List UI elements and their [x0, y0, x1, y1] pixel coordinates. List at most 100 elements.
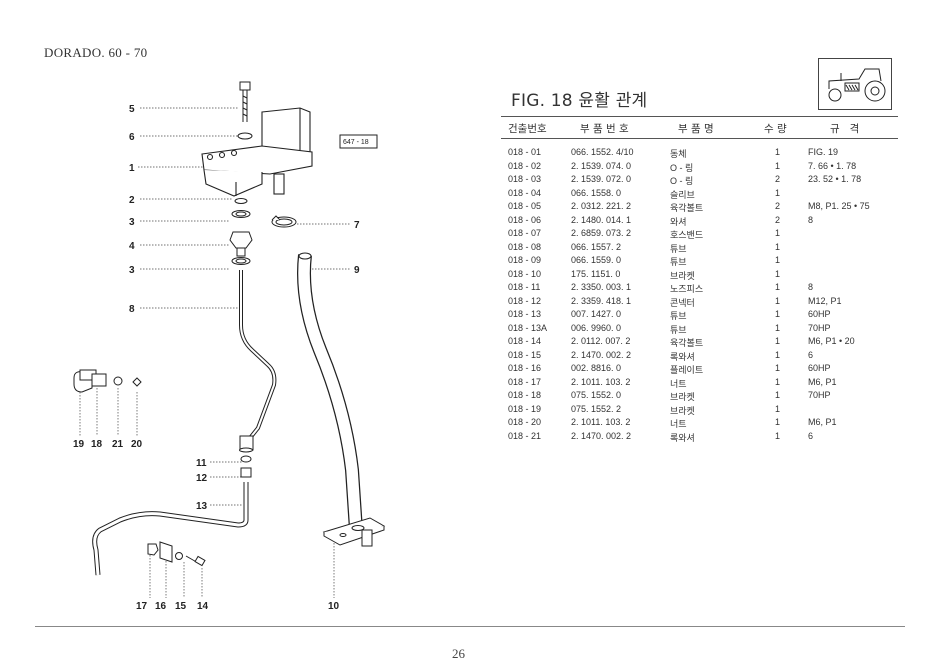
row-part-name: 플레이트: [670, 365, 704, 375]
row-code: 018 - 09: [508, 255, 542, 265]
row-code: 018 - 01: [508, 147, 542, 157]
row-spec: M6, P1: [808, 417, 837, 427]
row-code: 018 - 17: [508, 376, 542, 387]
row-quantity: 1: [775, 403, 781, 414]
row-code: 018 - 20: [508, 417, 542, 427]
row-part-name: 브라켓: [670, 405, 695, 416]
row-part-name: 와셔: [670, 216, 687, 227]
row-part-number: 2. 0112. 007. 2: [571, 336, 631, 346]
row-quantity: 1: [775, 160, 781, 171]
row-code: 018 - 11: [508, 282, 541, 292]
row-quantity: 1: [775, 295, 781, 306]
label-8: 8: [129, 304, 135, 315]
row-code: 018 - 16: [508, 363, 542, 373]
label-3-lower: 3: [129, 265, 135, 276]
table-row: 018 - 04 066. 1558. 0 슬리브 1: [0, 188, 943, 201]
row-part-number: 006. 9960. 0: [571, 322, 622, 333]
row-part-number: 2. 1480. 014. 1: [571, 214, 632, 225]
row-code: 018 - 04: [508, 187, 542, 198]
row-quantity: 1: [775, 430, 781, 441]
row-code: 018 - 06: [508, 214, 542, 225]
row-part-number: 2. 0312. 221. 2: [571, 201, 632, 211]
label-10: 10: [328, 601, 340, 612]
row-quantity: 1: [775, 282, 781, 292]
row-spec: 23. 52 • 1. 78: [808, 174, 862, 184]
row-part-name: 슬리브: [670, 189, 695, 200]
row-quantity: 1: [775, 147, 781, 157]
row-spec: M8, P1. 25 • 75: [808, 201, 870, 211]
row-spec: 60HP: [808, 309, 831, 319]
row-spec: 8: [808, 214, 814, 225]
row-part-number: 066. 1552. 4/10: [571, 147, 634, 157]
label-15: 15: [175, 601, 187, 612]
row-part-number: 075. 1552. 0: [571, 390, 622, 400]
table-header-rule-top: [501, 116, 898, 117]
row-code: 018 - 13A: [508, 322, 548, 333]
row-quantity: 1: [775, 187, 781, 198]
row-part-number: 2. 1011. 103. 2: [571, 376, 631, 387]
label-14: 14: [197, 601, 209, 612]
label-11: 11: [196, 458, 207, 469]
row-spec: M6, P1: [808, 376, 837, 387]
row-part-number: 066. 1558. 0: [571, 187, 622, 198]
row-spec: 6: [808, 349, 814, 360]
label-21: 21: [112, 439, 124, 450]
label-5: 5: [129, 104, 135, 115]
label-18: 18: [91, 439, 103, 450]
row-part-name: 육각볼트: [670, 203, 704, 213]
row-part-name: 육각볼트: [670, 338, 704, 348]
row-part-name: 튜브: [670, 243, 687, 254]
row-part-number: 2. 6859. 073. 2: [571, 228, 632, 238]
tractor-icon: [818, 58, 892, 110]
row-part-number: 066. 1559. 0: [571, 255, 622, 265]
row-spec: FIG. 19: [808, 147, 839, 157]
row-part-name: 노즈피스: [670, 284, 704, 294]
label-19: 19: [73, 439, 85, 450]
footer-rule: [35, 626, 905, 627]
label-6: 6: [129, 132, 135, 143]
row-quantity: 1: [775, 255, 781, 265]
row-part-name: 튜브: [670, 311, 687, 321]
row-part-name: 호스밴드: [670, 230, 704, 240]
row-quantity: 1: [775, 349, 781, 360]
row-part-name: 튜브: [670, 324, 687, 335]
row-part-number: 2. 1539. 072. 0: [571, 174, 632, 184]
row-part-name: 록와셔: [670, 351, 695, 362]
label-2: 2: [129, 195, 135, 206]
label-20: 20: [131, 439, 143, 450]
row-part-name: 너트: [670, 378, 687, 389]
row-quantity: 1: [775, 309, 781, 319]
label-9: 9: [354, 265, 360, 276]
row-quantity: 1: [775, 322, 781, 333]
row-code: 018 - 03: [508, 174, 542, 184]
figure-ref-box: [339, 134, 378, 149]
row-spec: 7. 66 • 1. 78: [808, 160, 857, 171]
header-spec: 규 격: [830, 123, 860, 135]
figure-title: FIG. 18 윤활 관계: [511, 91, 648, 111]
model-title: DORADO. 60 - 70: [44, 45, 148, 60]
label-3-upper: 3: [129, 217, 135, 228]
row-code: 018 - 14: [508, 336, 542, 346]
row-part-number: 066. 1557. 2: [571, 241, 622, 252]
row-part-name: 브라켓: [670, 392, 695, 402]
row-spec: 6: [808, 430, 814, 441]
row-part-number: 2. 1539. 074. 0: [571, 160, 632, 171]
row-quantity: 2: [775, 201, 781, 211]
row-code: 018 - 10: [508, 268, 542, 279]
label-17: 17: [136, 601, 148, 612]
row-code: 018 - 05: [508, 201, 542, 211]
table-row: 018 - 05 2. 0312. 221. 2 육각볼트 2 M8, P1. 25 •…: [0, 201, 943, 214]
table-header-rule-bottom: [501, 138, 898, 139]
row-code: 018 - 19: [508, 403, 542, 414]
